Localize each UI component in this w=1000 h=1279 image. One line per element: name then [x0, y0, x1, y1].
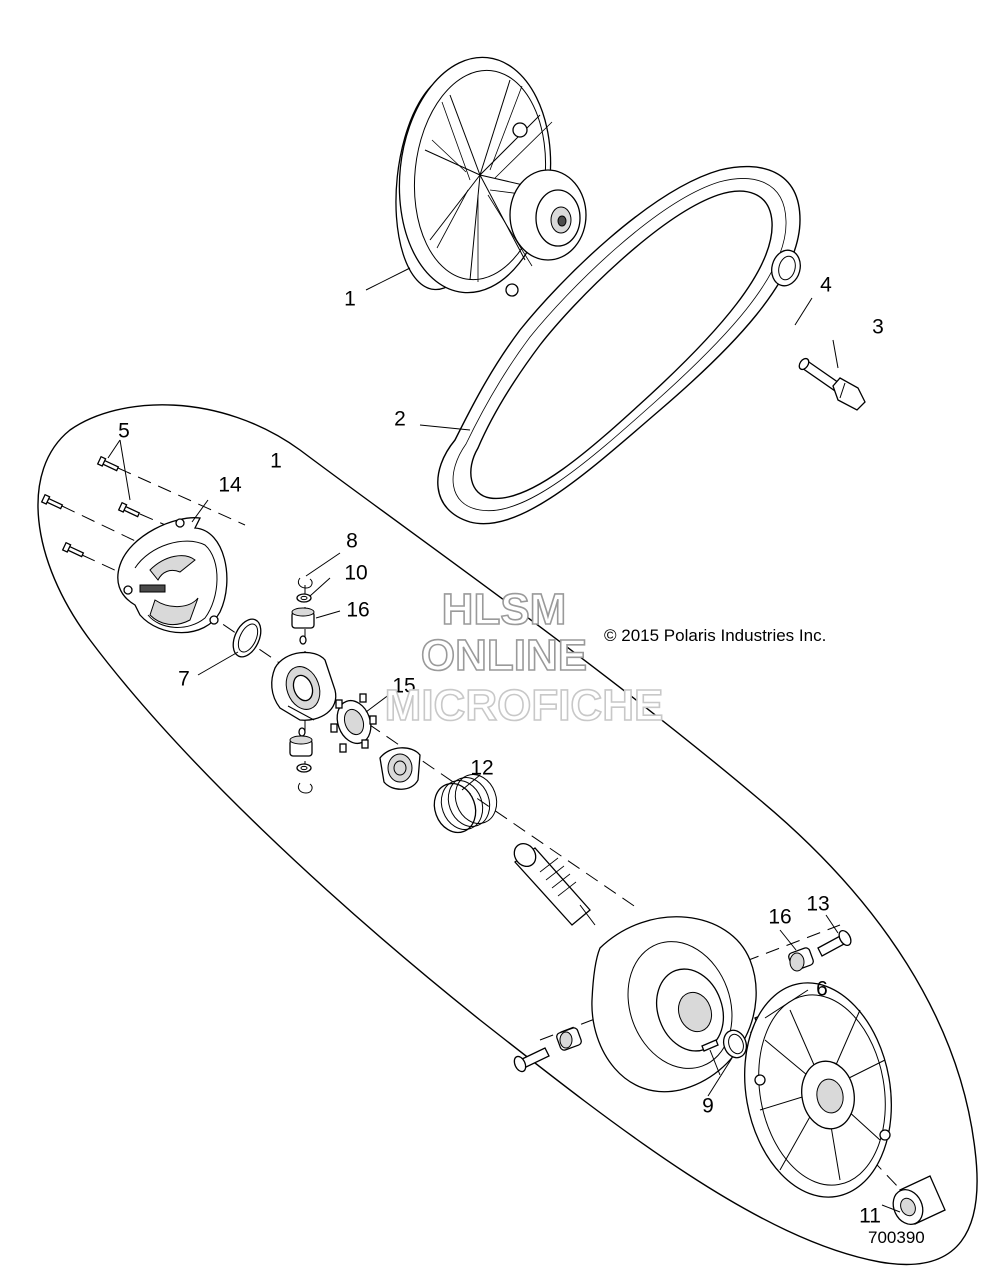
clutch-shaft: [513, 842, 596, 926]
spring-part-12: [433, 774, 498, 834]
spider-part-15: [330, 693, 377, 753]
leader-lines: [107, 267, 901, 1213]
drawing-number: 700390: [868, 1228, 925, 1247]
bolt-part-3: [798, 357, 866, 411]
copyright-notice: © 2015 Polaris Industries Inc.: [604, 626, 826, 645]
callout-13: 13: [806, 893, 829, 916]
callout-1-top: 1: [344, 288, 356, 311]
lower-pin-assembly: [513, 1027, 582, 1073]
roller-stack-lower: [289, 727, 313, 794]
fixed-sheave: [744, 982, 892, 1198]
callout-16-upper: 16: [346, 599, 369, 622]
callout-12: 12: [470, 757, 493, 780]
watermark-line-1: HLSM: [442, 585, 567, 634]
washer-part-4: [771, 249, 801, 287]
watermark-line-3: MICROFICHE: [385, 681, 664, 730]
watermark: HLSM ONLINE MICROFICHE: [384, 584, 664, 731]
callout-8: 8: [346, 530, 358, 553]
snap-ring-part-7: [232, 618, 262, 658]
callout-15: 15: [392, 675, 415, 698]
assembly-outline: [37, 404, 978, 1266]
watermark-line-2: ONLINE: [421, 631, 587, 680]
callout-14: 14: [218, 474, 242, 497]
moveable-sheave: [591, 916, 757, 1093]
callout-7: 7: [178, 668, 190, 691]
callout-5: 5: [118, 420, 130, 443]
callout-16-lower: 16: [768, 906, 791, 929]
screws-part-5: [40, 455, 141, 558]
callout-9: 9: [702, 1095, 714, 1118]
secondary-clutch-assembly: [395, 56, 587, 297]
callout-1-assembly: 1: [270, 450, 282, 473]
callout-11: 11: [859, 1205, 881, 1228]
snap-ring-part-9: [722, 1029, 748, 1059]
bearing-part-11: [892, 1175, 946, 1226]
bushing-part-16-lower: [788, 947, 814, 972]
pin-part-13: [817, 929, 852, 957]
roller-stack-upper: [291, 577, 315, 645]
callout-6: 6: [816, 978, 828, 1001]
cam-part-14: [117, 517, 228, 634]
callout-4: 4: [820, 274, 832, 297]
callout-10: 10: [344, 562, 367, 585]
cam-bushing: [379, 747, 421, 790]
callout-2: 2: [394, 408, 406, 431]
callout-3: 3: [872, 316, 884, 339]
callout-labels: 1 2 3 4 1 5 14 8 10 16 7 15 12 16 13 6 9…: [118, 274, 884, 1228]
drive-belt: [437, 165, 801, 525]
cam-block: [271, 651, 337, 721]
